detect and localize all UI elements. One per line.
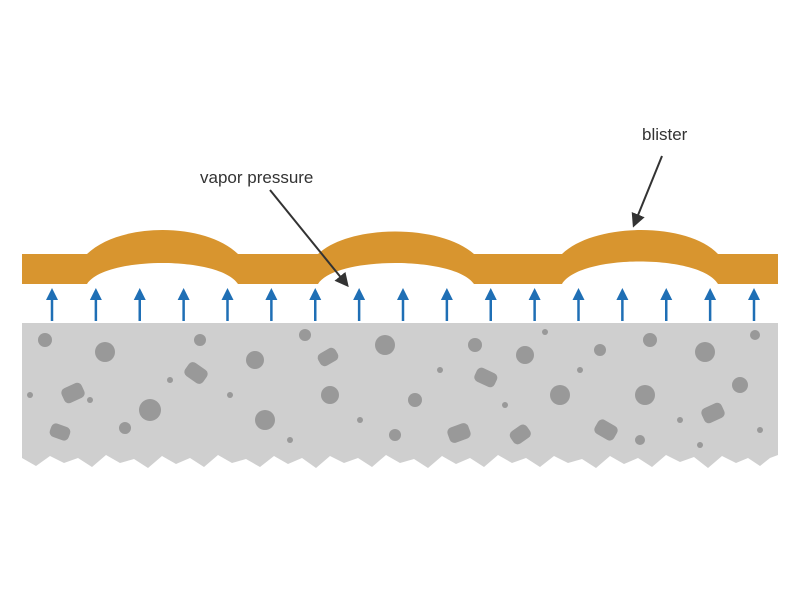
vapor-arrows: [46, 288, 760, 321]
aggregate-stone: [750, 330, 760, 340]
vapor-arrow: [660, 288, 673, 321]
aggregate-stone: [255, 410, 275, 430]
aggregate-stones: [27, 329, 763, 448]
aggregate-stone: [167, 377, 173, 383]
aggregate-stone: [542, 329, 548, 335]
aggregate-stone: [87, 397, 93, 403]
aggregate-stone: [321, 386, 339, 404]
vapor-arrow: [353, 288, 366, 321]
vapor-pressure-callout: vapor pressure: [200, 168, 349, 288]
vapor-arrow: [748, 288, 760, 321]
aggregate-stone: [474, 367, 498, 388]
vapor-arrow: [177, 288, 190, 321]
aggregate-stone: [61, 382, 85, 404]
aggregate-stone: [139, 399, 161, 421]
aggregate-stone: [317, 347, 339, 367]
aggregate-stone: [246, 351, 264, 369]
aggregate-stone: [594, 419, 618, 441]
vapor-arrow: [89, 288, 102, 321]
aggregate-stone: [701, 402, 725, 424]
vapor-pressure-pointer: [269, 189, 349, 288]
blister-callout: blister: [631, 125, 688, 228]
aggregate-stone: [447, 423, 471, 443]
aggregate-stone: [49, 423, 71, 441]
vapor-arrow: [397, 288, 409, 321]
vapor-arrow: [616, 288, 629, 321]
aggregate-stone: [635, 435, 645, 445]
aggregate-stone: [550, 385, 570, 405]
vapor-arrow: [704, 288, 717, 321]
aggregate-stone: [38, 333, 52, 347]
vapor-arrow: [221, 288, 234, 321]
aggregate-stone: [184, 362, 208, 384]
vapor-arrow: [528, 288, 541, 321]
aggregate-stone: [357, 417, 363, 423]
vapor-arrow: [133, 288, 146, 321]
aggregate-stone: [732, 377, 748, 393]
aggregate-stone: [757, 427, 763, 433]
aggregate-stone: [95, 342, 115, 362]
vapor-arrow: [46, 288, 58, 321]
aggregate-stone: [516, 346, 534, 364]
blister-pointer: [631, 155, 663, 228]
aggregate-stone: [468, 338, 482, 352]
aggregate-stone: [375, 335, 395, 355]
concrete-substrate: [22, 323, 778, 468]
aggregate-stone: [194, 334, 206, 346]
aggregate-stone: [594, 344, 606, 356]
aggregate-stone: [635, 385, 655, 405]
aggregate-stone: [643, 333, 657, 347]
aggregate-stone: [119, 422, 131, 434]
aggregate-stone: [408, 393, 422, 407]
concrete-slab: [22, 323, 778, 468]
vapor-arrow: [440, 288, 453, 321]
aggregate-stone: [677, 417, 683, 423]
aggregate-stone: [287, 437, 293, 443]
aggregate-stone: [389, 429, 401, 441]
vapor-arrow: [309, 288, 322, 321]
aggregate-stone: [27, 392, 33, 398]
aggregate-stone: [695, 342, 715, 362]
vapor-arrow: [484, 288, 497, 321]
aggregate-stone: [227, 392, 233, 398]
blister-label: blister: [642, 125, 688, 144]
coating-layer: [22, 230, 778, 284]
vapor-arrow: [265, 288, 278, 321]
aggregate-stone: [509, 424, 531, 445]
vapor-arrow: [572, 288, 585, 321]
aggregate-stone: [577, 367, 583, 373]
vapor-pressure-label: vapor pressure: [200, 168, 313, 187]
aggregate-stone: [697, 442, 703, 448]
aggregate-stone: [437, 367, 443, 373]
aggregate-stone: [502, 402, 508, 408]
aggregate-stone: [299, 329, 311, 341]
